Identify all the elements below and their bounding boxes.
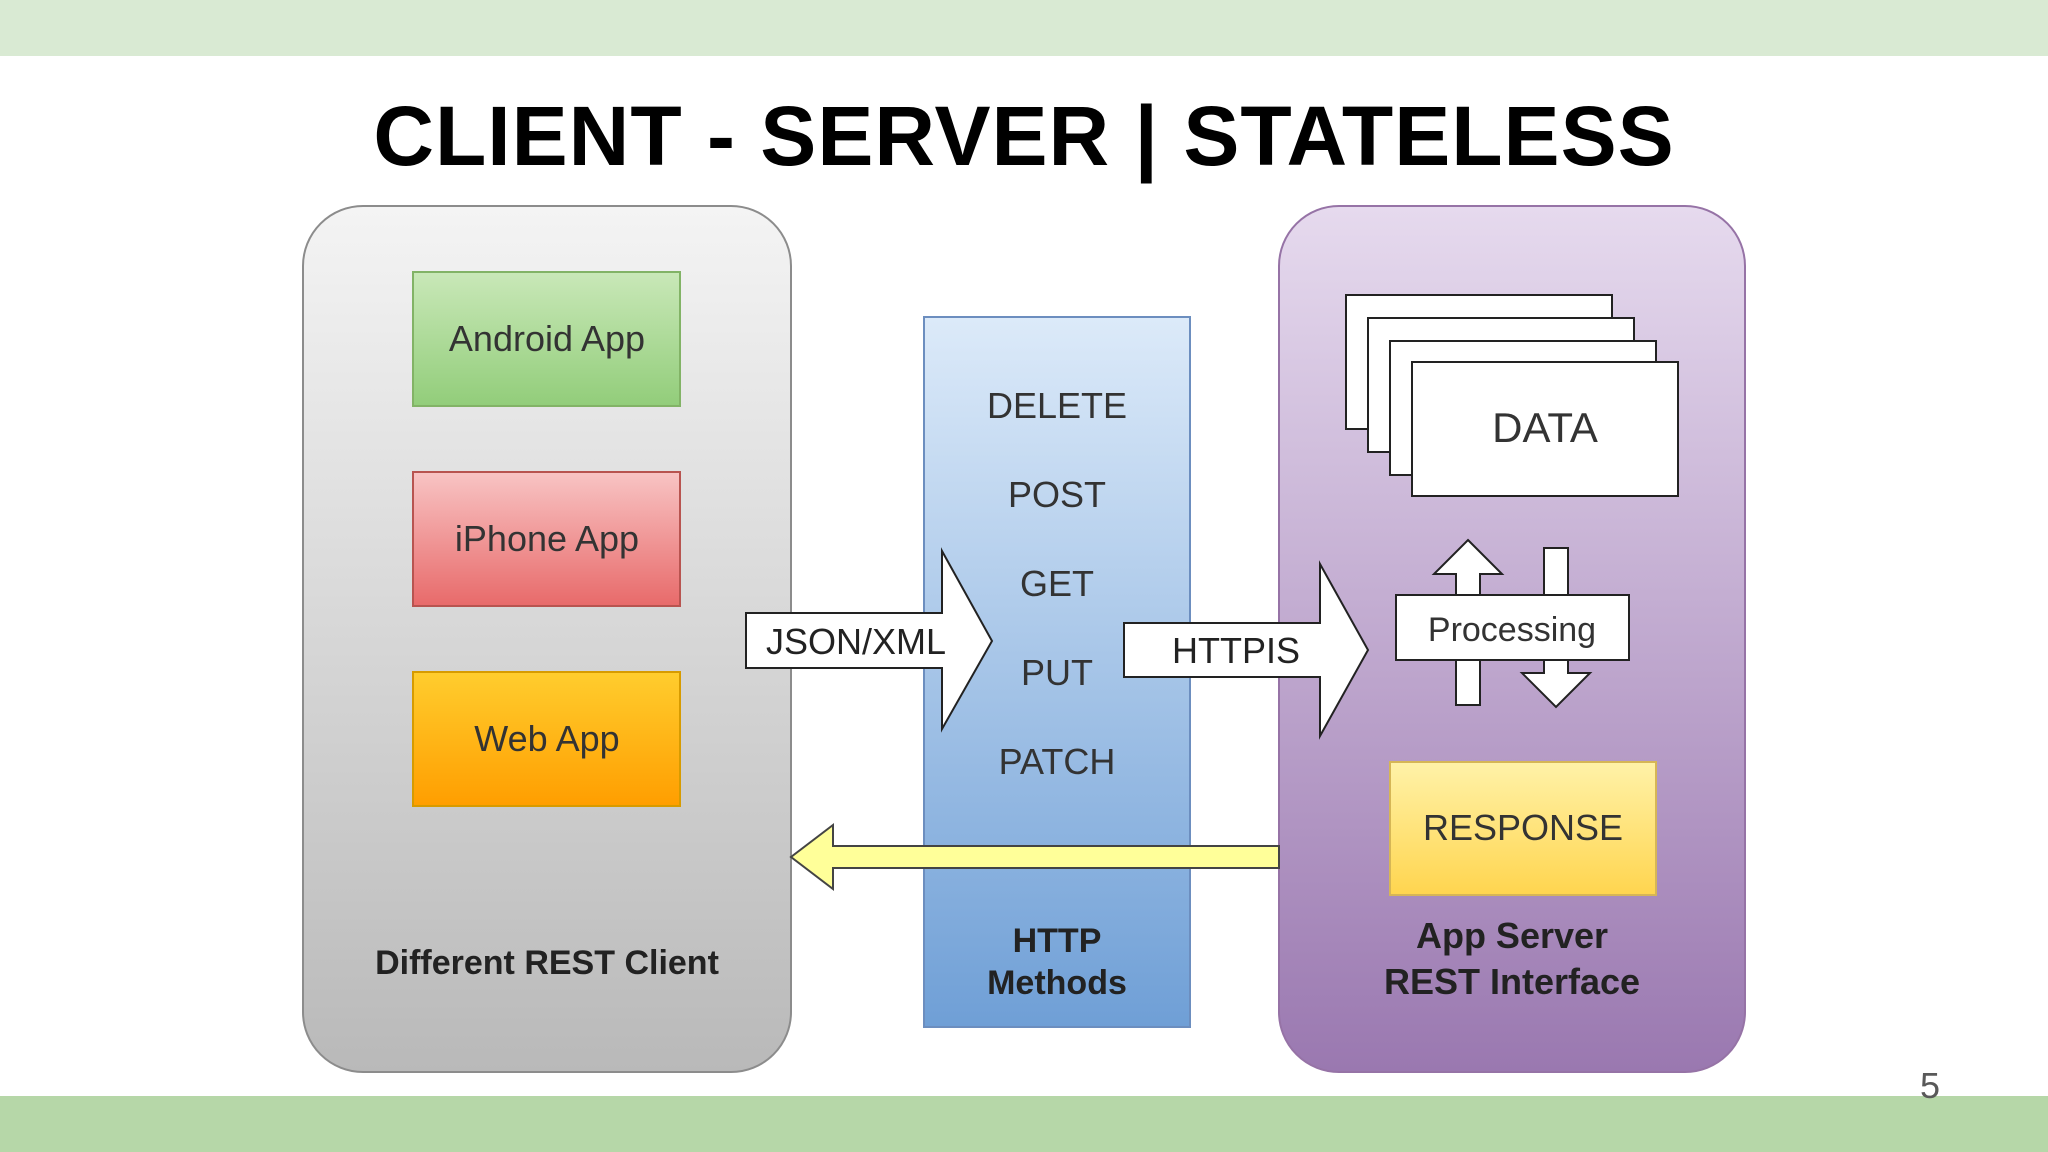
json-xml-arrow: JSON/XML — [745, 547, 994, 733]
client-panel-label: Different REST Client — [375, 944, 719, 982]
android-app-label: Android App — [449, 318, 645, 359]
response-label: RESPONSE — [1423, 807, 1623, 848]
response-arrow — [789, 822, 1280, 892]
top-band — [0, 0, 2048, 56]
server-label-line2: REST Interface — [1384, 961, 1640, 1002]
method-post: POST — [1008, 474, 1106, 515]
android-app-box: Android App — [412, 271, 681, 407]
data-stack: DATA — [1345, 294, 1679, 497]
http-label-line1: HTTP — [1013, 922, 1102, 960]
method-get: GET — [1020, 563, 1094, 604]
web-app-label: Web App — [474, 718, 619, 759]
slide-title: CLIENT - SERVER | STATELESS — [373, 89, 1675, 183]
iphone-app-box: iPhone App — [412, 471, 681, 607]
iphone-app-label: iPhone App — [455, 518, 639, 559]
web-app-box: Web App — [412, 671, 681, 807]
method-patch: PATCH — [999, 741, 1116, 782]
json-xml-label: JSON/XML — [766, 621, 946, 662]
page-number: 5 — [1919, 1065, 1941, 1106]
http-label-line2: Methods — [987, 964, 1127, 1002]
response-box: RESPONSE — [1389, 761, 1657, 896]
method-delete: DELETE — [987, 385, 1127, 426]
client-panel: Android App iPhone App Web App Different… — [302, 205, 792, 1073]
https-label: HTTPIS — [1172, 630, 1300, 671]
data-label: DATA — [1492, 404, 1598, 451]
server-label-line1: App Server — [1416, 915, 1608, 956]
method-put: PUT — [1021, 652, 1093, 693]
processing-arrows: Processing — [1395, 538, 1630, 709]
server-panel: DATA Processing RESPONSE App Server REST… — [1278, 205, 1746, 1073]
bottom-band — [0, 1096, 2048, 1152]
https-arrow: HTTPIS — [1123, 560, 1370, 740]
processing-label: Processing — [1428, 611, 1596, 649]
